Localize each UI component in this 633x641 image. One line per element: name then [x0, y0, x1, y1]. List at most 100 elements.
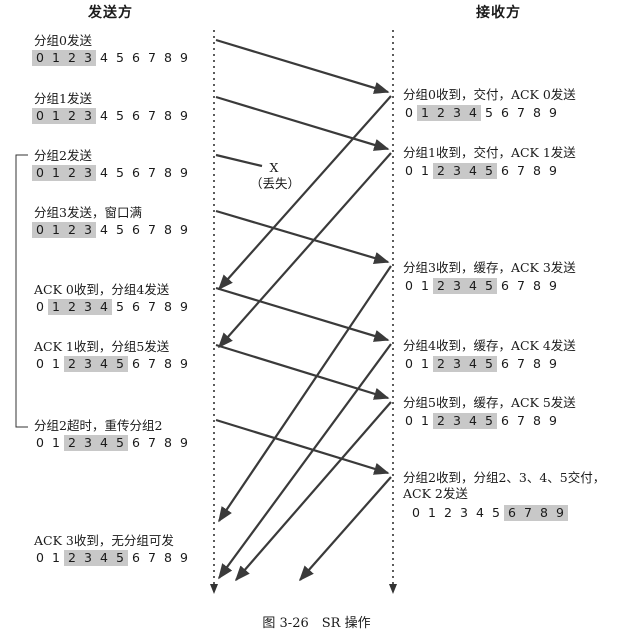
seq-number: 9 — [549, 278, 557, 293]
seq-number: 6 — [132, 108, 140, 123]
seq-number: 0 — [36, 435, 44, 450]
seq-number: 5 — [116, 299, 124, 314]
sender-event-1: 分组1发送 — [34, 91, 92, 106]
seq-number: 2 — [64, 108, 80, 124]
seq-number: 6 — [132, 222, 140, 237]
seq-number: 6 — [132, 435, 140, 450]
receiver-event-2: 分组3收到，缓存，ACK 3发送 — [403, 260, 576, 275]
seq-number: 3 — [80, 299, 96, 315]
seq-number: 7 — [148, 50, 156, 65]
seq-number: 3 — [449, 278, 465, 294]
seq-number: 4 — [465, 163, 481, 179]
seq-number: 8 — [164, 356, 172, 371]
seq-number: 5 — [116, 222, 124, 237]
seq-number: 0 — [32, 108, 48, 124]
sender-event-7: ACK 3收到，无分组可发 — [34, 533, 174, 548]
seq-number: 6 — [132, 299, 140, 314]
seq-number: 3 — [80, 165, 96, 181]
seq-number: 1 — [48, 165, 64, 181]
ack-3-arrow — [218, 265, 392, 523]
ack-4-arrow — [218, 343, 392, 580]
seq-number: 2 — [64, 435, 80, 451]
packet-1-arrow — [215, 95, 390, 151]
sender-event-6: 分组2超时，重传分组2 — [34, 418, 163, 433]
seq-number: 5 — [481, 278, 497, 294]
seq-number: 6 — [501, 356, 509, 371]
seq-number: 9 — [549, 413, 557, 428]
seq-number: 6 — [501, 413, 509, 428]
seq-number: 0 — [405, 105, 413, 120]
seq-number: 7 — [148, 435, 156, 450]
seq-number: 2 — [433, 356, 449, 372]
seq-number: 5 — [112, 550, 128, 566]
packet-2-lost-arrow — [215, 153, 263, 168]
seq-number: 8 — [164, 108, 172, 123]
ack-1-arrow — [217, 152, 392, 349]
seq-number: 9 — [180, 356, 188, 371]
seq-number: 7 — [517, 356, 525, 371]
seq-number: 6 — [501, 278, 509, 293]
sender-event-2: 分组2发送 — [34, 148, 92, 163]
seq-number: 4 — [100, 165, 108, 180]
seq-number: 9 — [180, 550, 188, 565]
seq-number: 2 — [433, 105, 449, 121]
seq-number: 0 — [405, 163, 413, 178]
seq-number: 9 — [180, 299, 188, 314]
seq-number: 2 — [433, 413, 449, 429]
seq-number: 1 — [48, 50, 64, 66]
seq-number: 9 — [180, 108, 188, 123]
data-packets — [215, 38, 390, 475]
seq-number: 7 — [148, 356, 156, 371]
ack-2-arrow — [298, 476, 392, 582]
ack-5-arrow — [234, 401, 392, 582]
seq-number: 3 — [449, 105, 465, 121]
seq-number: 9 — [180, 222, 188, 237]
seq-number: 1 — [52, 550, 60, 565]
seq-number: 5 — [492, 505, 500, 520]
seq-number: 1 — [421, 356, 429, 371]
seq-number: 4 — [96, 299, 112, 315]
seq-number: 8 — [533, 278, 541, 293]
seq-number: 8 — [164, 50, 172, 65]
seq-number: 9 — [180, 435, 188, 450]
sender-event-4: ACK 0收到，分组4发送 — [34, 282, 170, 297]
seq-number: 2 — [64, 165, 80, 181]
seq-number: 6 — [132, 550, 140, 565]
seq-number: 4 — [100, 222, 108, 237]
seq-number: 7 — [520, 505, 536, 521]
sender-event-5: ACK 1收到，分组5发送 — [34, 339, 170, 354]
seq-number: 5 — [116, 108, 124, 123]
seq-number: 7 — [517, 163, 525, 178]
seq-number: 3 — [460, 505, 468, 520]
seq-number: 7 — [148, 165, 156, 180]
seq-number: 7 — [517, 105, 525, 120]
receiver-header: 接收方 — [476, 5, 521, 21]
seq-number: 1 — [417, 105, 433, 121]
seq-number: 7 — [517, 278, 525, 293]
seq-number: 5 — [485, 105, 493, 120]
seq-number: 5 — [116, 165, 124, 180]
seq-number: 8 — [164, 299, 172, 314]
seq-number: 7 — [148, 299, 156, 314]
seq-number: 4 — [100, 108, 108, 123]
seq-number: 5 — [112, 356, 128, 372]
seq-number: 5 — [481, 413, 497, 429]
seq-number: 8 — [164, 222, 172, 237]
seq-number: 4 — [465, 413, 481, 429]
seq-number: 8 — [533, 105, 541, 120]
lost-note: （丢失） — [250, 176, 301, 191]
seq-number: 1 — [48, 299, 64, 315]
packet-4-arrow — [215, 286, 390, 342]
seq-number: 8 — [164, 550, 172, 565]
seq-number: 9 — [549, 105, 557, 120]
sender-header: 发送方 — [88, 5, 133, 21]
